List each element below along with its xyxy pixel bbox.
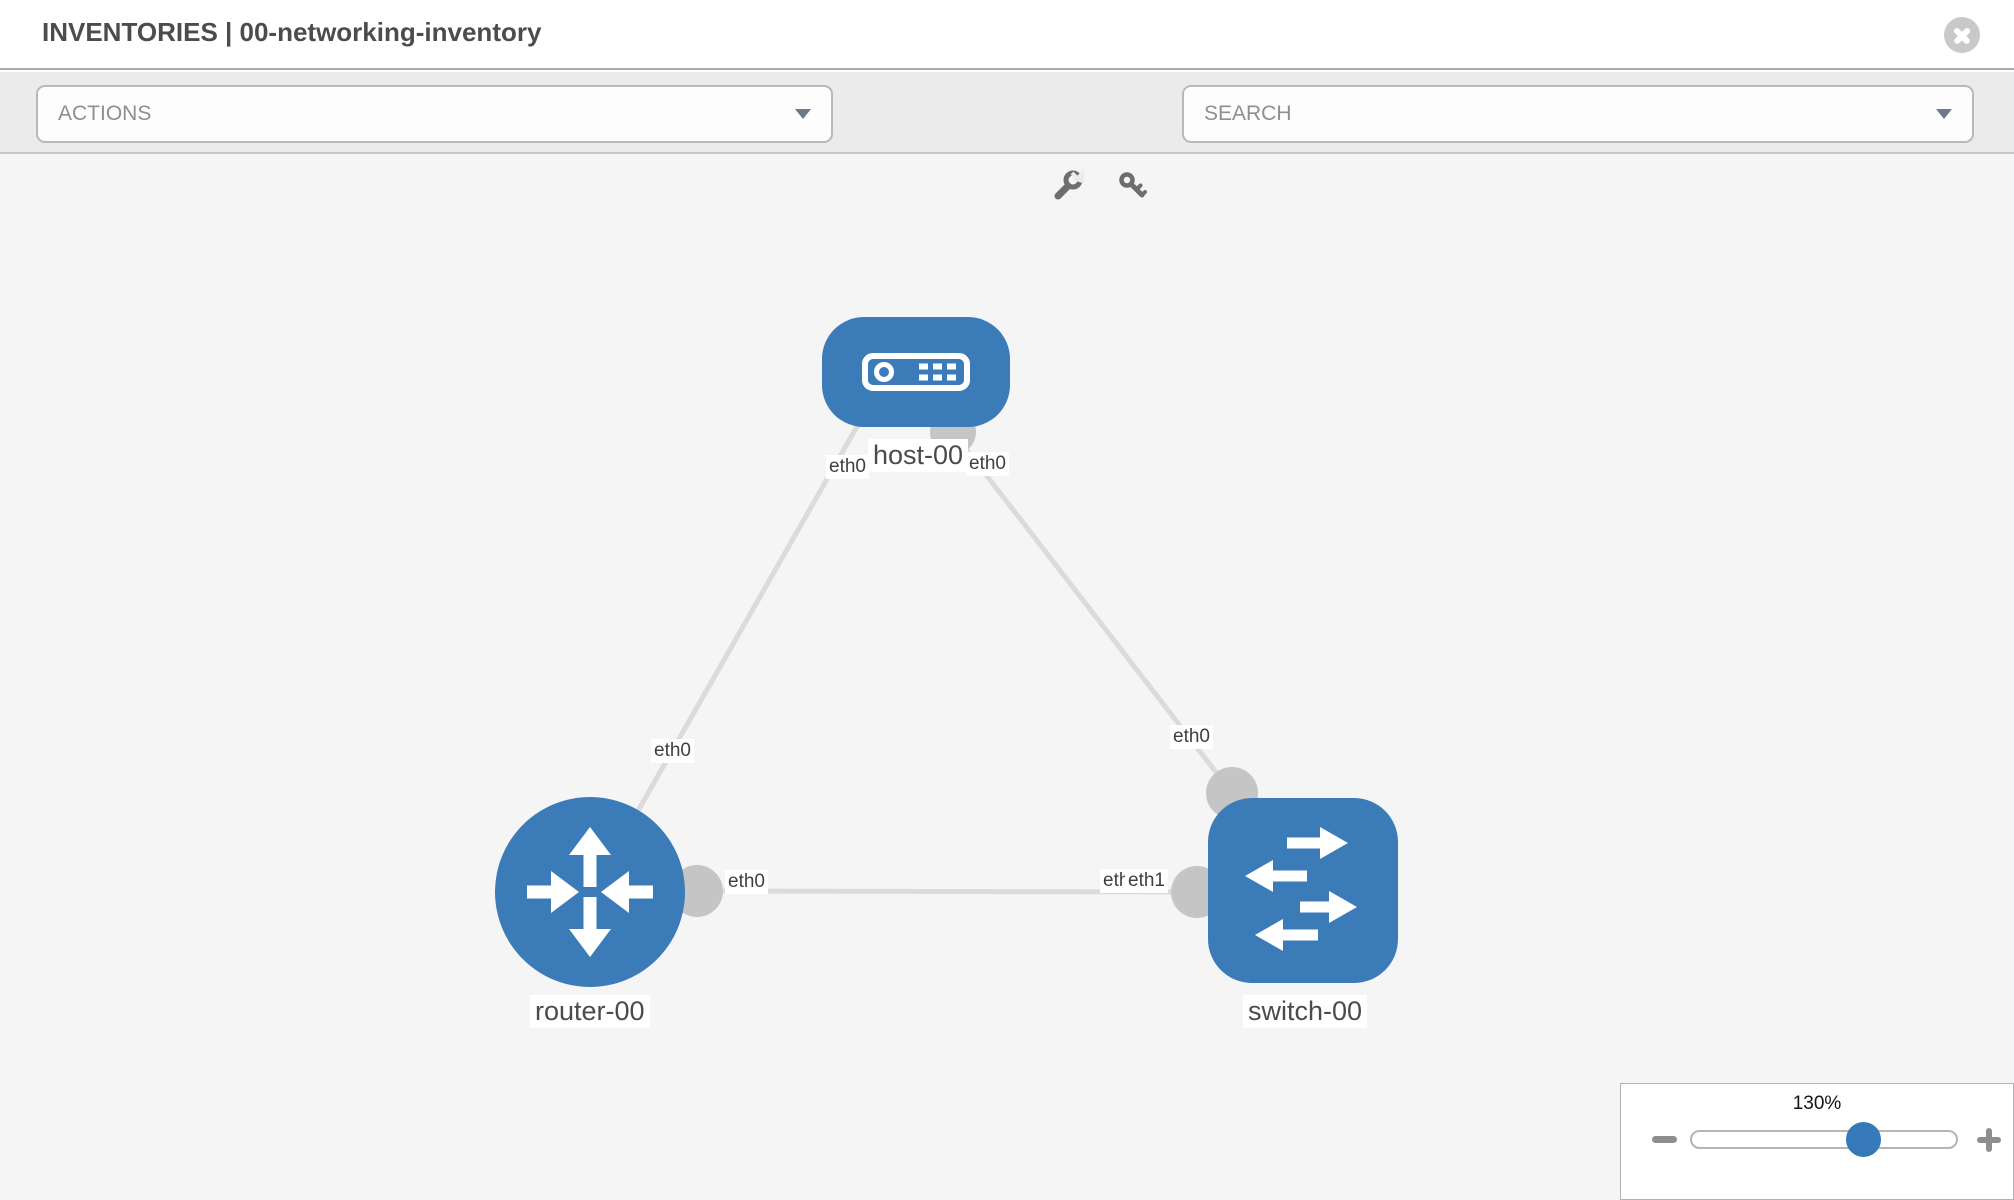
topology-canvas[interactable]: host-00 router-00 switch-00 eth0 eth0 et… xyxy=(0,154,2014,1200)
links-layer xyxy=(587,393,1258,918)
chevron-down-icon xyxy=(1936,109,1952,119)
node-switch[interactable] xyxy=(1208,798,1398,983)
node-label-router: router-00 xyxy=(530,995,650,1029)
panel-header: INVENTORIES | 00-networking-inventory xyxy=(0,0,2014,70)
zoom-level-value: 130% xyxy=(1792,1093,1842,1114)
key-icon[interactable] xyxy=(1118,171,1148,201)
interface-label: eth1 xyxy=(1100,869,1127,893)
search-dropdown[interactable]: SEARCH xyxy=(1182,85,1974,143)
wrench-icon[interactable] xyxy=(1050,169,1084,203)
interface-label: eth0 xyxy=(725,870,768,894)
zoom-in-button[interactable] xyxy=(1976,1127,2002,1153)
node-label-host: host-00 xyxy=(868,439,969,473)
toolbar: ACTIONS SEARCH xyxy=(0,72,2014,200)
interface-label: eth0 xyxy=(966,452,1009,476)
node-host[interactable] xyxy=(822,317,1010,427)
host-icon xyxy=(862,353,970,391)
node-label-switch: switch-00 xyxy=(1243,995,1368,1029)
zoom-out-button[interactable] xyxy=(1652,1136,1677,1143)
interface-label: eth1 xyxy=(1125,869,1168,893)
interface-label: eth0 xyxy=(826,455,869,479)
search-placeholder: SEARCH xyxy=(1204,102,1292,125)
close-x-icon xyxy=(1944,17,1980,53)
node-router[interactable] xyxy=(495,797,685,987)
actions-dropdown[interactable]: ACTIONS xyxy=(36,85,833,143)
close-button[interactable] xyxy=(1944,17,1980,53)
page-title: INVENTORIES | 00-networking-inventory xyxy=(42,17,542,47)
zoom-slider[interactable] xyxy=(1690,1122,1958,1157)
zoom-slider-thumb[interactable] xyxy=(1846,1122,1881,1157)
interface-label: eth0 xyxy=(651,739,694,763)
router-icon xyxy=(527,827,653,957)
interface-label: eth0 xyxy=(1170,725,1213,749)
actions-dropdown-label: ACTIONS xyxy=(58,102,152,125)
zoom-panel: 130% xyxy=(1620,1083,2014,1200)
chevron-down-icon xyxy=(795,109,811,119)
switch-icon xyxy=(1245,827,1357,951)
